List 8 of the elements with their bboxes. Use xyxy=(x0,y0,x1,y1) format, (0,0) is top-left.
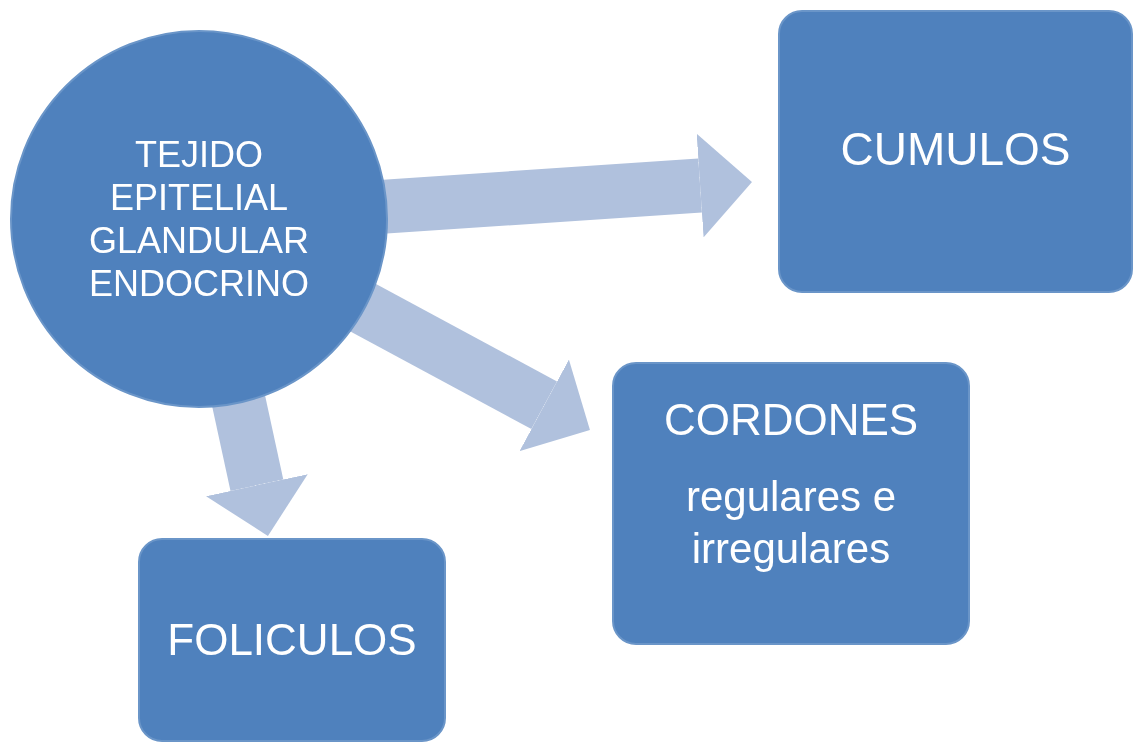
node-label: regulares e irregulares xyxy=(684,471,898,575)
process-box xyxy=(612,362,970,645)
node-label: FOLICULOS xyxy=(167,613,417,666)
process-box xyxy=(138,538,446,742)
node-label: CORDONES xyxy=(663,394,919,446)
process-box xyxy=(778,10,1133,293)
node-label: TEJIDO EPITELIAL GLANDULAR ENDOCRINO xyxy=(87,132,311,306)
node-label: CUMULOS xyxy=(840,122,1071,177)
